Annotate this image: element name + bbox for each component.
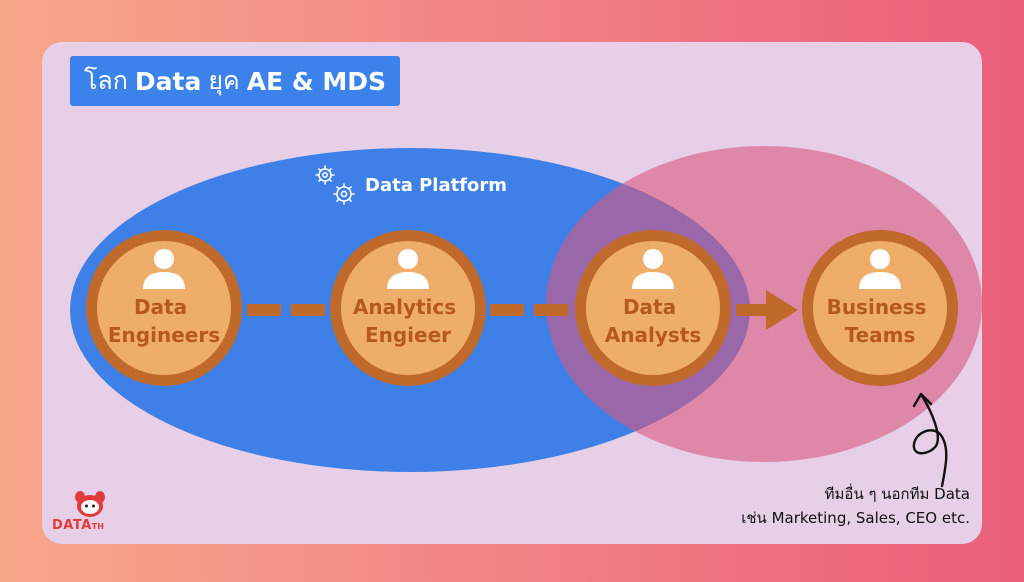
- node-label-line1: Business: [827, 295, 927, 319]
- node-data-analysts: Data Analysts: [575, 230, 731, 386]
- diagram-card: Data Platform Data Engineers: [42, 42, 982, 544]
- user-icon: [859, 249, 901, 289]
- page-title: โลก Data ยุค AE & MDS: [70, 56, 400, 106]
- data-flow-diagram: Data Platform Data Engineers: [70, 146, 982, 488]
- node-label-line2: Engineers: [108, 323, 220, 347]
- node-business-teams: Business Teams: [802, 230, 958, 386]
- gear-icon: [315, 165, 355, 205]
- user-icon: [143, 249, 185, 289]
- node-label-line2: Analysts: [605, 323, 701, 347]
- node-label-line2: Engieer: [365, 323, 451, 347]
- arrow-to-business: [736, 290, 798, 330]
- node-label-line1: Data: [134, 295, 187, 319]
- business-teams-note: ทีมอื่น ๆ นอกทีม Data เช่น Marketing, Sa…: [741, 482, 970, 530]
- title-ae-mds: AE & MDS: [246, 66, 386, 96]
- user-icon: [387, 249, 429, 289]
- node-label-line1: Data: [623, 295, 676, 319]
- title-data: Data: [134, 66, 202, 96]
- note-line2: เช่น Marketing, Sales, CEO etc.: [741, 509, 970, 527]
- logo-text-suffix: TH: [91, 522, 104, 531]
- connector-1: [247, 304, 325, 316]
- title-mid: ยุค: [208, 66, 240, 95]
- curly-arrow-icon: [912, 392, 948, 488]
- logo-text-main: DATA: [52, 518, 92, 533]
- connector-2: [490, 304, 568, 316]
- node-analytics-engineer: Analytics Engieer: [330, 230, 486, 386]
- logo-text: DATATH: [52, 518, 104, 533]
- svg-text:Business Teams: Business Teams: [827, 295, 934, 347]
- title-prefix: โลก: [84, 66, 128, 95]
- node-data-engineers: Data Engineers: [86, 230, 242, 386]
- data-platform-label: Data Platform: [365, 175, 507, 196]
- node-label-line1: Analytics: [353, 295, 456, 319]
- svg-text:Analytics Engieer: Analytics Engieer: [353, 295, 463, 347]
- mascot-icon: [75, 491, 105, 517]
- note-line1: ทีมอื่น ๆ นอกทีม Data: [824, 485, 970, 503]
- svg-text:Data Analysts: Data Analysts: [605, 295, 701, 347]
- node-label-line2: Teams: [845, 323, 916, 347]
- user-icon: [632, 249, 674, 289]
- datath-logo: DATATH: [52, 488, 142, 538]
- svg-text:Data Engineers: Data Engineers: [108, 295, 220, 347]
